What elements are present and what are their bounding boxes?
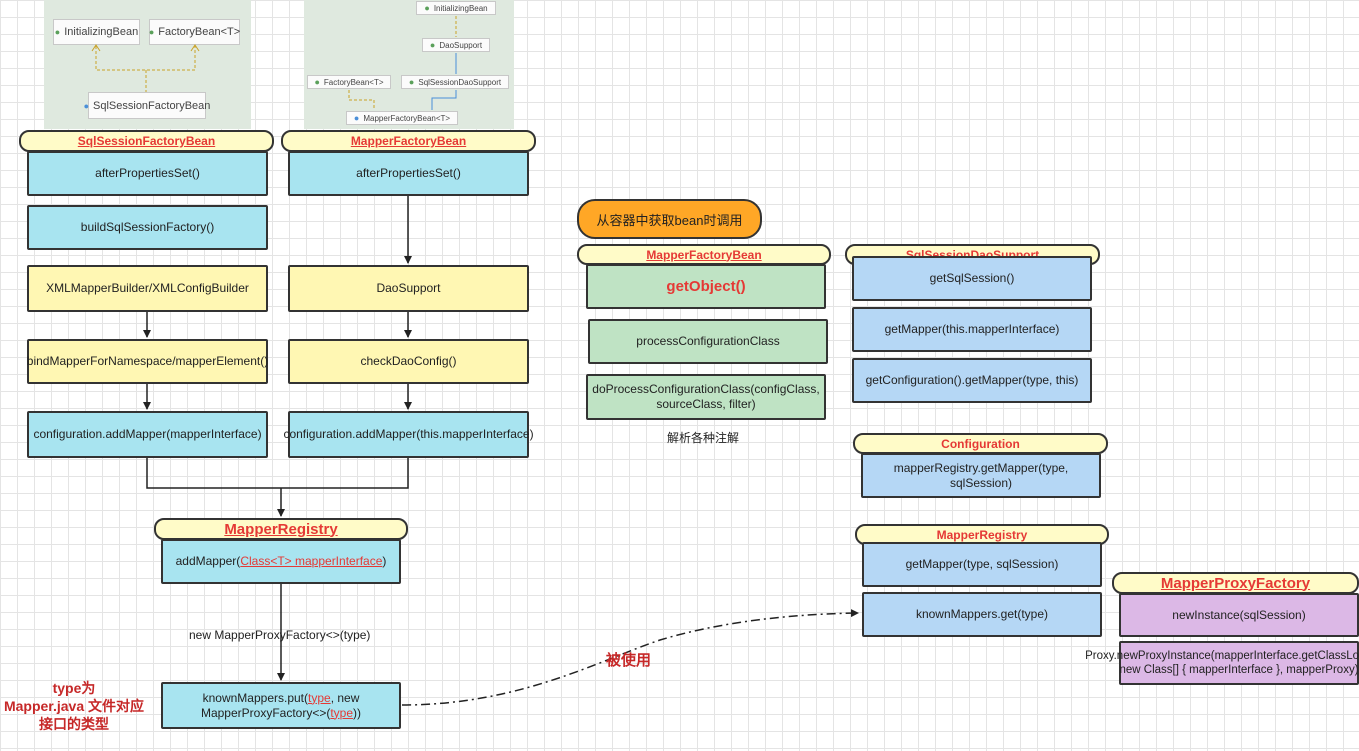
class-icon: ● <box>83 100 90 111</box>
header-mapper-registry: MapperRegistry <box>154 518 408 540</box>
get-object-label: getObject() <box>666 278 746 295</box>
interface-icon: ● <box>148 27 155 37</box>
get-mapper-interface: getMapper(this.mapperInterface) <box>852 307 1092 352</box>
col1-configuration-add-mapper: configuration.addMapper(mapperInterface) <box>27 411 268 458</box>
uml-r-dao-support-label: DaoSupport <box>439 40 483 50</box>
uml-sql-session-factory-bean: ● SqlSessionFactoryBean <box>84 92 210 119</box>
proxy-new-proxy-instance: Proxy.newProxyInstance(mapperInterface.g… <box>1085 641 1359 685</box>
known-put-suffix: )) <box>353 705 362 720</box>
uml-r-sql-session-dao-support: ● SqlSessionDaoSupport <box>401 75 509 89</box>
add-mapper-prefix: addMapper( <box>175 554 241 568</box>
annotation-parse-note: 解析各种注解 <box>667 431 740 445</box>
get-configuration-get-mapper: getConfiguration().getMapper(type, this) <box>852 358 1092 403</box>
col1-xml-mapper-builder: XMLMapperBuilder/XMLConfigBuilder <box>27 265 268 312</box>
add-mapper-param: Class<T> mapperInterface <box>240 554 383 568</box>
registry-add-mapper: addMapper(Class<T> mapperInterface) <box>161 539 401 584</box>
uml-initializing-bean-label: InitializingBean <box>64 26 139 38</box>
header-mapper-proxy-factory: MapperProxyFactory <box>1112 572 1359 594</box>
uml-r-factory-bean-label: FactoryBean<T> <box>323 77 384 87</box>
uml-diagram-right: ● InitializingBean ● DaoSupport ● Factor… <box>304 0 514 129</box>
called-from-container-note: 从容器中获取bean时调用 <box>577 199 762 239</box>
known-put-type-2: type <box>330 705 354 720</box>
known-put-prefix: knownMappers.put( <box>202 690 308 705</box>
col1-build-sql-session-factory: buildSqlSessionFactory() <box>27 205 268 250</box>
get-object-box: getObject() <box>586 264 826 309</box>
uml-left-inheritance-lines <box>91 44 200 92</box>
col2-check-dao-config: checkDaoConfig() <box>288 339 529 384</box>
uml-sql-session-factory-bean-label: SqlSessionFactoryBean <box>93 99 211 112</box>
uml-r-factory-bean: ● FactoryBean<T> <box>307 75 391 89</box>
header-configuration: Configuration <box>853 433 1108 454</box>
header-sql-session-factory-bean: SqlSessionFactoryBean <box>19 130 274 152</box>
interface-icon: ● <box>424 3 430 13</box>
interface-icon: ● <box>54 27 61 37</box>
new-mapper-proxy-factory-label: new MapperProxyFactory<>(type) <box>189 628 371 642</box>
class-icon: ● <box>429 40 436 50</box>
class-icon: ● <box>408 77 415 87</box>
col2-dao-support: DaoSupport <box>288 265 529 312</box>
uml-r-sql-session-dao-support-label: SqlSessionDaoSupport <box>418 77 502 87</box>
arrow-used-curve <box>401 609 859 706</box>
get-sql-session: getSqlSession() <box>852 256 1092 301</box>
new-instance-sql-session: newInstance(sqlSession) <box>1119 593 1359 637</box>
uml-diagram-left: ● InitializingBean ● FactoryBean<T> ● Sq… <box>44 0 251 129</box>
uml-r-mapper-factory-bean: ● MapperFactoryBean<T> <box>346 111 458 125</box>
uml-r-dao-support: ● DaoSupport <box>422 38 490 52</box>
uml-factory-bean: ● FactoryBean<T> <box>149 19 240 45</box>
uml-r-initializing-bean: ● InitializingBean <box>416 1 496 15</box>
uml-factory-bean-label: FactoryBean<T> <box>158 26 241 38</box>
uml-initializing-bean: ● InitializingBean <box>53 19 140 45</box>
used-label: 被使用 <box>606 652 652 669</box>
known-put-middle: , new MapperProxyFactory<>( <box>200 690 360 720</box>
header-mapper-factory-bean-middle: MapperFactoryBean <box>577 244 831 265</box>
uml-right-inheritance-lines <box>348 16 457 110</box>
col2-after-properties-set: afterPropertiesSet() <box>288 151 529 196</box>
process-configuration-class: processConfigurationClass <box>588 319 828 364</box>
uml-r-mapper-factory-bean-label: MapperFactoryBean<T> <box>363 113 451 123</box>
add-mapper-suffix: ) <box>382 554 387 568</box>
col2-configuration-add-mapper: configuration.addMapper(this.mapperInter… <box>283 411 534 458</box>
registry-known-mappers-put: knownMappers.put(type, new MapperProxyFa… <box>161 682 401 729</box>
class-icon: ● <box>353 113 360 123</box>
get-mapper-session: getMapper(type, sqlSession) <box>862 542 1102 587</box>
known-mappers-get: knownMappers.get(type) <box>862 592 1102 637</box>
arrow-merge-to-registry <box>146 457 409 516</box>
uml-r-initializing-bean-label: InitializingBean <box>433 3 488 13</box>
col1-bind-mapper-for-namespace: bindMapperForNamespace/mapperElement() <box>27 339 268 384</box>
known-put-type-1: type <box>308 690 331 705</box>
mapper-registry-get-mapper: mapperRegistry.getMapper(type, sqlSessio… <box>861 453 1101 498</box>
do-process-configuration-class: doProcessConfigurationClass(configClass,… <box>586 374 826 420</box>
interface-icon: ● <box>314 77 320 87</box>
header-mapper-factory-bean: MapperFactoryBean <box>281 130 536 152</box>
type-note: type为 Mapper.java 文件对应 接口的类型 <box>3 680 145 732</box>
col1-after-properties-set: afterPropertiesSet() <box>27 151 268 196</box>
